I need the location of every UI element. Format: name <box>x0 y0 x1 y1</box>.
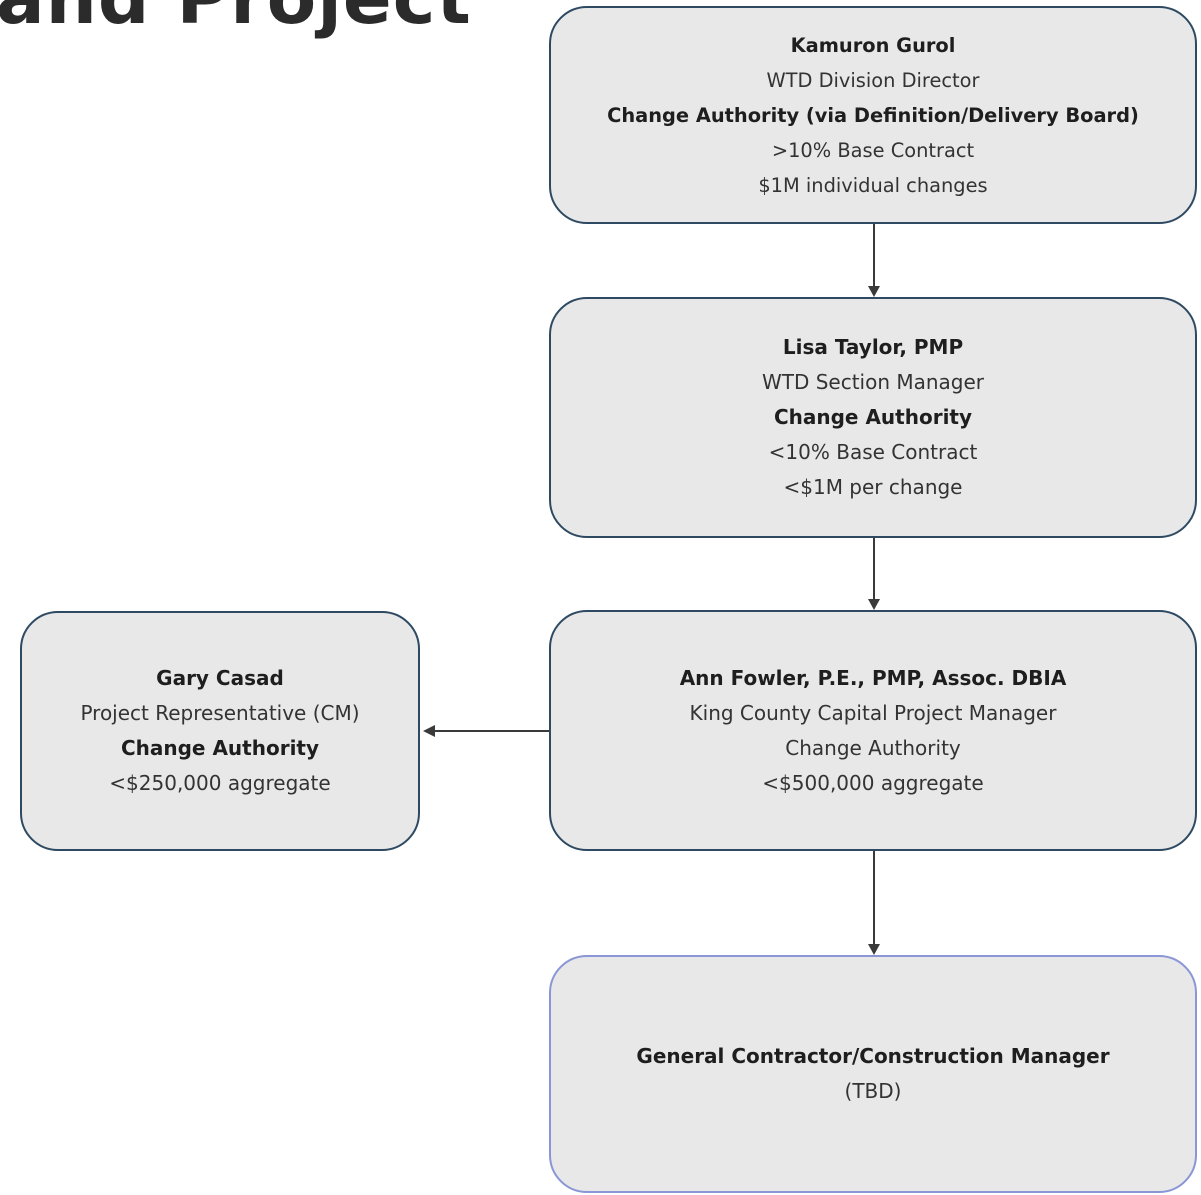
node-role: WTD Section Manager <box>761 370 985 394</box>
node-authority-label: Change Authority <box>785 735 961 760</box>
edge-director-to-section-manager <box>868 224 880 297</box>
node-role: Project Representative (CM) <box>80 701 360 725</box>
node-capital-project-manager: Ann Fowler, P.E., PMP, Assoc. DBIA King … <box>549 610 1197 851</box>
edge-project-manager-to-project-representative <box>423 725 549 737</box>
node-project-representative: Gary Casad Project Representative (CM) C… <box>20 611 420 851</box>
slide-title-fragment: and Project <box>0 0 472 34</box>
node-role: WTD Division Director <box>766 68 980 92</box>
node-general-contractor: General Contractor/Construction Manager … <box>549 955 1197 1193</box>
arrowhead-left-icon <box>423 725 435 737</box>
arrowhead-down-icon <box>868 286 880 297</box>
node-authority-limit: >10% Base Contract <box>771 138 975 162</box>
node-name: General Contractor/Construction Manager <box>636 1044 1110 1068</box>
edge-project-manager-to-contractor <box>868 851 880 955</box>
node-authority-limit: <10% Base Contract <box>768 440 978 464</box>
node-name: Gary Casad <box>156 666 284 690</box>
edge-section-manager-to-project-manager <box>868 538 880 610</box>
node-authority-limit: $1M individual changes <box>758 173 988 197</box>
node-authority-limit: <$1M per change <box>783 475 963 499</box>
node-name: Lisa Taylor, PMP <box>782 335 964 359</box>
arrowhead-down-icon <box>868 599 880 610</box>
node-role: King County Capital Project Manager <box>689 700 1057 725</box>
node-authority-limit: <$500,000 aggregate <box>762 770 984 795</box>
node-authority-label: Change Authority <box>773 405 973 429</box>
node-section-manager: Lisa Taylor, PMP WTD Section Manager Cha… <box>549 297 1197 538</box>
node-authority-label: Change Authority <box>120 736 320 760</box>
node-status: (TBD) <box>844 1079 902 1103</box>
node-authority-limit: <$250,000 aggregate <box>109 771 331 795</box>
node-authority-label: Change Authority (via Definition/Deliver… <box>607 103 1139 127</box>
arrowhead-down-icon <box>868 944 880 955</box>
node-division-director: Kamuron Gurol WTD Division Director Chan… <box>549 6 1197 224</box>
node-name: Ann Fowler, P.E., PMP, Assoc. DBIA <box>679 665 1067 690</box>
node-name: Kamuron Gurol <box>790 33 956 57</box>
